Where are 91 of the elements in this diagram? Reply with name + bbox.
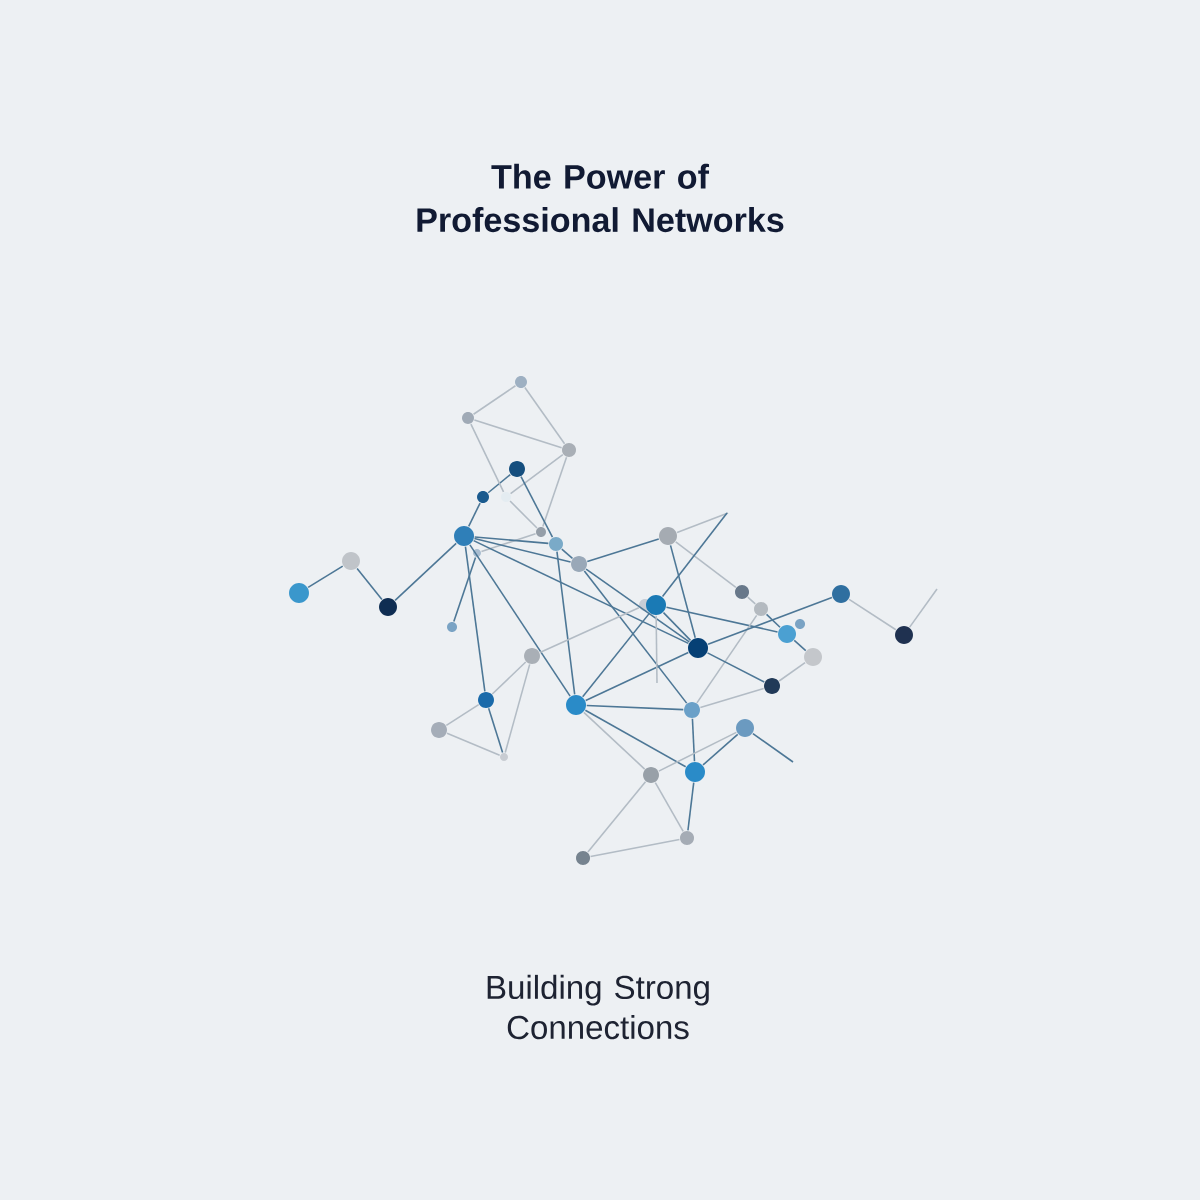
connector-line (509, 500, 538, 529)
connector-line (674, 541, 737, 589)
connector-line (504, 663, 531, 754)
network-dot (804, 648, 822, 666)
connector-line (587, 780, 647, 853)
connector-line (584, 651, 690, 702)
connector-line (676, 512, 729, 534)
connector-line (583, 570, 688, 704)
network-dot (549, 537, 563, 551)
network-dot (778, 625, 796, 643)
network-dot (736, 719, 754, 737)
connector-line (586, 538, 660, 563)
connector-line (480, 533, 537, 553)
connector-line (445, 703, 480, 727)
connector-line (307, 565, 344, 589)
network-dot (754, 602, 768, 616)
connector-line (696, 614, 758, 704)
network-dot (576, 851, 590, 865)
network-dot (684, 702, 700, 718)
connector-line (908, 588, 938, 628)
connector-line (702, 733, 739, 766)
connector-line (473, 537, 572, 563)
connector-line (473, 419, 563, 449)
connector-line (584, 709, 687, 768)
connector-line (665, 606, 779, 633)
connector-line (654, 781, 684, 833)
network-dot (643, 767, 659, 783)
network-dot (509, 461, 525, 477)
network-dot (562, 443, 576, 457)
connector-line (470, 423, 505, 493)
connector-line (662, 611, 692, 642)
network-dot (659, 527, 677, 545)
network-dot (342, 552, 360, 570)
connector-line (793, 639, 807, 652)
connector-line (556, 550, 576, 696)
connector-line (585, 568, 691, 643)
network-dot (431, 722, 447, 738)
connector-line (487, 473, 512, 494)
connector-line (446, 732, 501, 756)
network-dot (478, 692, 494, 708)
connector-line (464, 545, 486, 693)
connector-line (491, 661, 527, 695)
connector-line (394, 542, 457, 602)
network-dot (524, 648, 540, 664)
connector-line (472, 539, 690, 645)
network-dot (735, 585, 749, 599)
title: The Power of Professional Networks (417, 163, 784, 233)
connector-line (453, 556, 477, 623)
connector-line (467, 502, 481, 528)
connector-line (524, 386, 566, 445)
connector-line (706, 652, 766, 683)
connector-line (687, 781, 695, 832)
connector-line (848, 598, 897, 631)
network-dot (646, 595, 666, 615)
connector-line (473, 536, 550, 545)
network-dot (379, 598, 397, 616)
connector-line (765, 613, 781, 629)
connector-line (356, 567, 383, 601)
connector-line (746, 596, 757, 605)
subtitle: Building Strong Connections (487, 974, 709, 1040)
network-dot (454, 526, 474, 546)
connector-line (520, 475, 554, 538)
connector-line (691, 717, 696, 763)
connector-line (661, 512, 728, 598)
connector-line (581, 612, 651, 698)
connector-line (778, 661, 806, 682)
connector-line (669, 544, 697, 639)
connector-line (472, 384, 517, 416)
connector-line (699, 687, 765, 709)
network-dot (895, 626, 913, 644)
connector-line (542, 456, 568, 528)
network-dot (566, 695, 586, 715)
connector-line (752, 732, 794, 763)
connector-line (509, 453, 564, 495)
connector-line (469, 544, 571, 697)
network-dot (289, 583, 309, 603)
network-dot (764, 678, 780, 694)
connector-line (589, 838, 681, 858)
connector-line (583, 711, 646, 770)
connector-line (539, 606, 640, 654)
connector-line (487, 707, 504, 754)
connector-line (561, 548, 574, 560)
network-dot (680, 831, 694, 845)
network-dot (571, 556, 587, 572)
connector-line (585, 704, 685, 711)
network-dot (832, 585, 850, 603)
connector-line (655, 614, 658, 684)
network-dot (685, 762, 705, 782)
connector-line (707, 596, 833, 645)
network-dot (688, 638, 708, 658)
connector-line (658, 731, 738, 772)
